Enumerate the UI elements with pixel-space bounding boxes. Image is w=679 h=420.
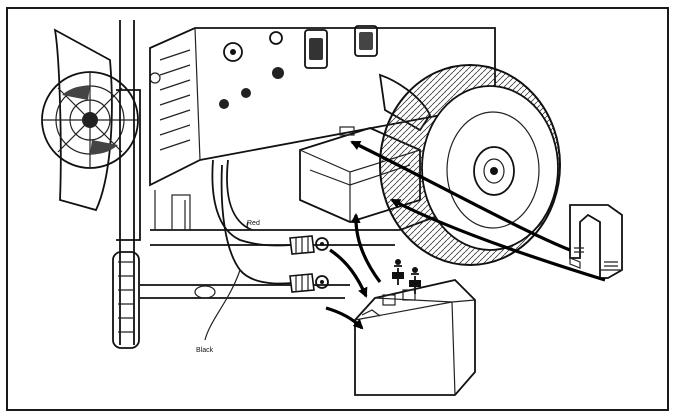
outlet-icon [223, 42, 243, 62]
terminal-bolts [392, 259, 421, 294]
switch-icon [269, 31, 283, 45]
receptacle-right [354, 25, 378, 57]
battery [354, 279, 476, 396]
arrow-black-terminal-to-battery [325, 306, 364, 330]
diagram-frame [6, 7, 669, 411]
red-cable-terminal [289, 235, 329, 255]
arrow-battery-to-tray [350, 213, 382, 283]
battery-cables [204, 159, 329, 341]
instruction-arrows [325, 140, 606, 330]
black-cable-terminal [289, 273, 329, 293]
arrow-strap-to-tray-side [390, 198, 606, 282]
engine-fan [41, 28, 139, 212]
red-cable-label: Red [247, 220, 260, 227]
breaker-knob-icon [272, 67, 284, 79]
receptacle-left [304, 29, 328, 69]
arrow-strap-to-tray-top [350, 140, 571, 252]
battery-strap [569, 204, 623, 279]
black-cable-label: Black [196, 347, 214, 354]
frame-tube [112, 20, 161, 349]
arrow-red-terminal-to-battery [329, 248, 368, 298]
